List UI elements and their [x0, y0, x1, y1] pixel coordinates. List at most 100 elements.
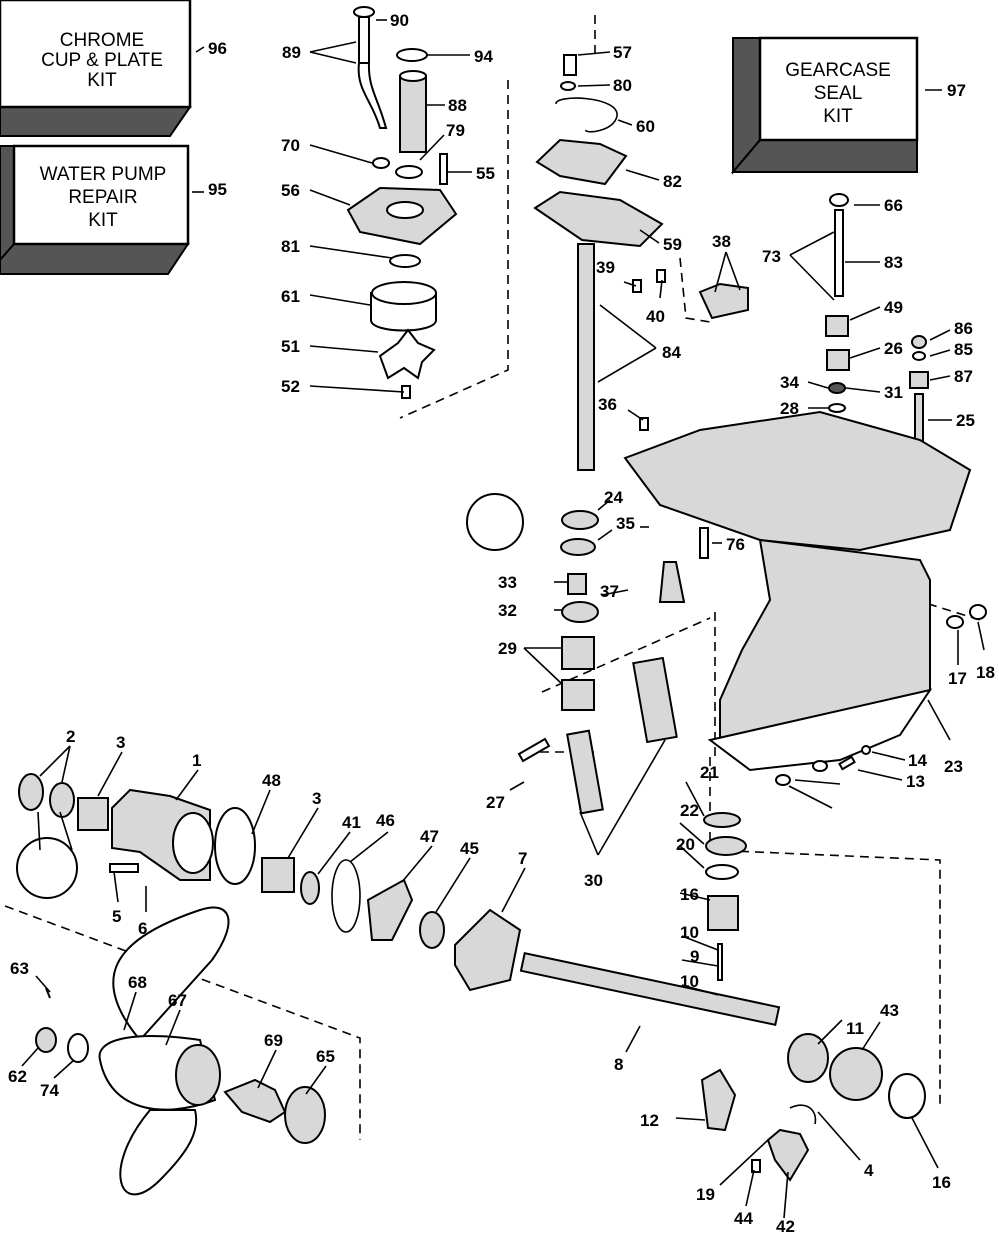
part-label: 79	[446, 121, 465, 140]
part-label: 38	[712, 232, 731, 251]
kit-chrome-line-2: CUP & PLATE	[41, 50, 163, 71]
propeller-parts	[35, 906, 326, 1196]
kit-waterpump-line-3: KIT	[88, 210, 118, 231]
kit-gearcase-line-1: GEARCASE	[785, 60, 891, 81]
part-label: 66	[884, 196, 903, 215]
part-label: 56	[281, 181, 300, 200]
gearcase-seal-kit-box: GEARCASE SEAL KIT 97	[730, 36, 966, 175]
chrome-cup-plate-kit-box: CHROME CUP & PLATE KIT 96	[0, 0, 227, 137]
part-label: 36	[598, 395, 617, 414]
water-pump-repair-kit-box: WATER PUMP REPAIR KIT 95	[0, 144, 227, 275]
part-label: 26	[884, 339, 903, 358]
part-label: 30	[584, 871, 603, 890]
part-label: 17	[948, 669, 967, 688]
kit-chrome-line-1: CHROME	[60, 30, 144, 51]
part-label: 3	[116, 733, 125, 752]
part-label: 59	[663, 235, 682, 254]
part-label: 42	[776, 1217, 795, 1234]
part-label: 10	[680, 972, 699, 991]
part-label: 25	[956, 411, 975, 430]
kit-gearcase-line-2: SEAL	[814, 83, 863, 104]
part-label: 34	[780, 373, 799, 392]
propshaft-left-parts	[16, 773, 522, 992]
part-label: 4	[864, 1161, 874, 1180]
kit-chrome-number: 96	[208, 39, 227, 58]
part-label: 6	[138, 919, 147, 938]
part-label: 19	[696, 1185, 715, 1204]
part-label: 3	[312, 789, 321, 808]
part-label: 62	[8, 1067, 27, 1086]
kit-waterpump-number: 95	[208, 180, 227, 199]
part-label: 40	[646, 307, 665, 326]
part-label: 57	[613, 43, 632, 62]
part-label: 29	[498, 639, 517, 658]
part-label: 43	[880, 1001, 899, 1020]
part-label: 90	[390, 11, 409, 30]
kit-chrome-line-3: KIT	[87, 70, 117, 91]
part-label: 48	[262, 771, 281, 790]
part-label: 28	[780, 399, 799, 418]
part-label: 52	[281, 377, 300, 396]
part-label: 27	[486, 793, 505, 812]
part-label: 10	[680, 923, 699, 942]
part-label: 18	[976, 663, 995, 682]
part-label: 60	[636, 117, 655, 136]
part-label: 16	[680, 885, 699, 904]
part-label: 22	[680, 801, 699, 820]
part-label: 39	[596, 258, 615, 277]
part-label: 14	[908, 751, 927, 770]
part-label: 7	[518, 849, 527, 868]
part-label: 21	[700, 763, 719, 782]
kit-waterpump-line-2: REPAIR	[68, 187, 137, 208]
part-label: 61	[281, 287, 300, 306]
part-number-labels: 90 89 94 88 79 70 55 56 81 61 51 52 57 8…	[8, 11, 995, 1236]
part-label: 24	[604, 488, 623, 507]
driveshaft-parts	[533, 54, 749, 471]
part-label: 80	[613, 76, 632, 95]
part-label: 41	[342, 813, 361, 832]
part-label: 74	[40, 1081, 59, 1100]
water-pump-parts	[346, 6, 458, 399]
part-label: 68	[128, 973, 147, 992]
part-label: 5	[112, 907, 121, 926]
part-label: 55	[476, 164, 495, 183]
part-label: 45	[460, 839, 479, 858]
part-label: 37	[600, 582, 619, 601]
kit-gearcase-line-3: KIT	[823, 106, 853, 127]
part-label: 89	[282, 43, 301, 62]
gearcase-housing	[623, 193, 987, 786]
kit-waterpump-line-1: WATER PUMP	[40, 164, 167, 185]
part-label: 70	[281, 136, 300, 155]
part-label: 9	[690, 947, 699, 966]
part-label: 65	[316, 1047, 335, 1066]
part-label: 12	[640, 1111, 659, 1130]
part-label: 32	[498, 601, 517, 620]
part-label: 23	[944, 757, 963, 776]
part-label: 33	[498, 573, 517, 592]
part-label: 8	[614, 1055, 623, 1074]
part-label: 2	[66, 727, 75, 746]
part-label: 73	[762, 247, 781, 266]
part-label: 11	[846, 1019, 864, 1038]
part-label: 83	[884, 253, 903, 272]
part-label: 31	[884, 383, 903, 402]
part-label: 47	[420, 827, 439, 846]
part-label: 76	[726, 535, 745, 554]
part-label: 35	[616, 514, 635, 533]
bearing-stack	[466, 493, 709, 815]
part-label: 88	[448, 96, 467, 115]
part-label: 63	[10, 959, 29, 978]
part-label: 85	[954, 340, 973, 359]
part-label: 1	[192, 751, 201, 770]
part-label: 20	[676, 835, 695, 854]
part-label: 94	[474, 47, 493, 66]
part-label: 44	[734, 1209, 753, 1228]
part-label: 82	[663, 172, 682, 191]
part-label: 87	[954, 367, 973, 386]
part-label: 51	[281, 337, 300, 356]
part-label: 69	[264, 1031, 283, 1050]
propshaft-parts	[519, 812, 926, 1182]
part-label: 67	[168, 991, 187, 1010]
part-label: 86	[954, 319, 973, 338]
